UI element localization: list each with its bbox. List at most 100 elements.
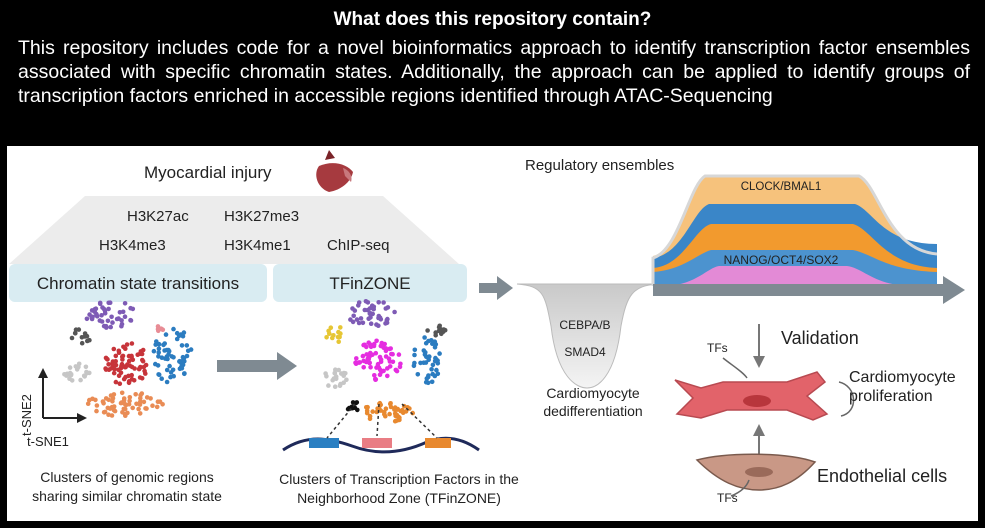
scatter-point [159,355,165,360]
scatter-point [427,354,432,359]
scatter-point [361,365,367,370]
scatter-point [164,367,170,373]
scatter-point [323,371,328,376]
chromatin-state-label: Chromatin state transitions [37,274,239,293]
band-label-nanog: NANOG/OCT4/SOX2 [724,253,839,267]
scatter-point [156,341,162,347]
scatter-point [425,380,431,386]
scatter-point [411,363,417,369]
tf-binding-site-pink [362,438,392,448]
axis-tsne2-label: t-SNE2 [19,394,34,436]
scatter-point [141,364,147,370]
header-description: This repository includes code for a nove… [18,37,970,107]
scatter-point [103,355,109,361]
scatter-point [437,327,443,332]
scatter-point [332,371,338,376]
scatter-point [358,316,364,321]
scatter-point [120,309,126,315]
scatter-point [441,327,447,332]
scatter-point [350,400,356,405]
scatter-point [376,365,382,370]
proliferation-label-line1: Cardiomyocyte [849,369,956,386]
scatter-point [157,399,163,404]
scatter-point [116,350,122,355]
scatter-point [133,392,138,397]
scatter-point [144,395,150,400]
scatter-point [383,354,389,359]
scatter-point [137,411,143,416]
header-banner: What does this repository contain? This … [0,0,985,145]
scatter-point [376,315,381,321]
scatter-point [437,323,443,329]
scatter-point [113,379,119,385]
scatter-point [156,372,162,377]
scatter-point [171,355,176,360]
scatter-point [126,379,132,384]
diagram-canvas: Myocardial injury H3K27ac H3K27me3 H3K4m… [9,150,965,506]
scatter-point [412,347,418,353]
scatter-point [353,360,358,365]
scatter-point [102,311,108,316]
scatter-point [421,348,427,353]
tf-binding-site-blue [309,438,339,448]
scatter-point [392,407,397,412]
scatter-point [336,339,342,344]
scatter-point [110,320,115,325]
endothelial-cell [695,453,817,491]
scatter-point [356,300,362,305]
scatter-point [370,409,376,414]
scatter-point [397,364,403,370]
scatter-point [381,368,386,374]
scatter-point [352,308,358,313]
scatter-point [111,346,117,352]
graphical-abstract: Myocardial injury H3K27ac H3K27me3 H3K4m… [7,146,978,521]
scatter-point [164,354,170,359]
scatter-point [375,361,381,367]
scatter-point [94,408,99,414]
scatter-point [371,341,377,347]
scatter-point [422,335,427,340]
scatter-point [124,342,130,347]
tfs-label-bottom: TFs [717,491,738,505]
scatter-point [354,400,360,405]
scatter-point [425,328,430,333]
scatter-point [387,346,392,352]
scatter-point [119,321,125,327]
scatter-point [389,351,394,357]
scatter-point [179,343,185,348]
scatter-point [364,410,370,416]
scatter-point [64,373,69,378]
scatter-point [113,362,119,368]
scatter-point [137,375,143,380]
scatter-point [156,354,161,359]
tfinzone-box [273,264,467,302]
scatter-point [385,305,391,310]
scatter-point [121,396,127,401]
scatter-point [116,367,121,373]
scatter-point [94,312,99,318]
scatter-point [163,332,169,337]
scatter-point [87,370,92,376]
scatter-point [156,346,162,351]
scatter-point [142,368,147,374]
scatter-point [328,325,334,330]
scatter-point [338,381,343,387]
heart-icon [316,150,353,192]
scatter-point [433,333,439,338]
scatter-point [113,359,118,364]
scatter-point [140,347,146,353]
dip-label-cebpa: CEBPA/B [559,318,610,332]
scatter-point [381,300,386,305]
scatter-point [433,356,439,362]
scatter-point [68,372,74,378]
scatter-point [429,367,434,372]
scatter-point [122,301,128,306]
proliferation-arrow [838,381,855,417]
scatter-point [99,313,104,318]
genome-track [282,403,480,454]
scatter-point [106,362,111,367]
scatter-point [362,342,367,348]
scatter-point [387,411,392,417]
histone-marks-trapezoid [9,196,459,264]
scatter-point [324,335,329,340]
